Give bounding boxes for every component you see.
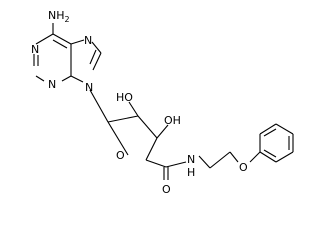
carboxamide-bond — [145, 159, 167, 168]
n7-label: N — [84, 34, 92, 47]
ribose-ring — [89, 89, 158, 161]
amino-label: NH2 — [48, 9, 70, 24]
amide-bond — [165, 161, 187, 168]
hydroxyl-bond-3 — [156, 124, 169, 139]
ring-oxygen-label: O — [116, 149, 125, 162]
hydroxyl-3-label: OH — [164, 114, 181, 127]
ether-bond-1 — [229, 151, 239, 163]
ethyl-bond-1 — [198, 155, 211, 169]
purine-five-membered-ring — [70, 39, 102, 83]
structure-diagram: NH2 N N N N HO OH O N H O O — [31, 9, 294, 196]
hydroxyl-2-label: HO — [116, 91, 133, 104]
amide-nitrogen-label: N — [187, 153, 195, 166]
molecule-canvas: NH2 N N N N HO OH O N H O O — [31, 9, 294, 196]
n3-label: N — [48, 78, 56, 91]
phenyl-ring — [259, 123, 294, 163]
n9-label: N — [85, 81, 93, 94]
n1-label: N — [31, 43, 39, 56]
ether-bond-2 — [249, 151, 261, 163]
glycosidic-bond — [89, 89, 109, 123]
ether-oxygen-label: O — [239, 161, 248, 174]
ethyl-bond-2 — [209, 151, 231, 169]
amide-hydrogen-label: H — [187, 166, 195, 179]
hydroxyl-bond-2 — [128, 101, 139, 117]
purine-six-membered-ring — [33, 33, 72, 82]
amide-oxygen-label: O — [162, 183, 171, 196]
